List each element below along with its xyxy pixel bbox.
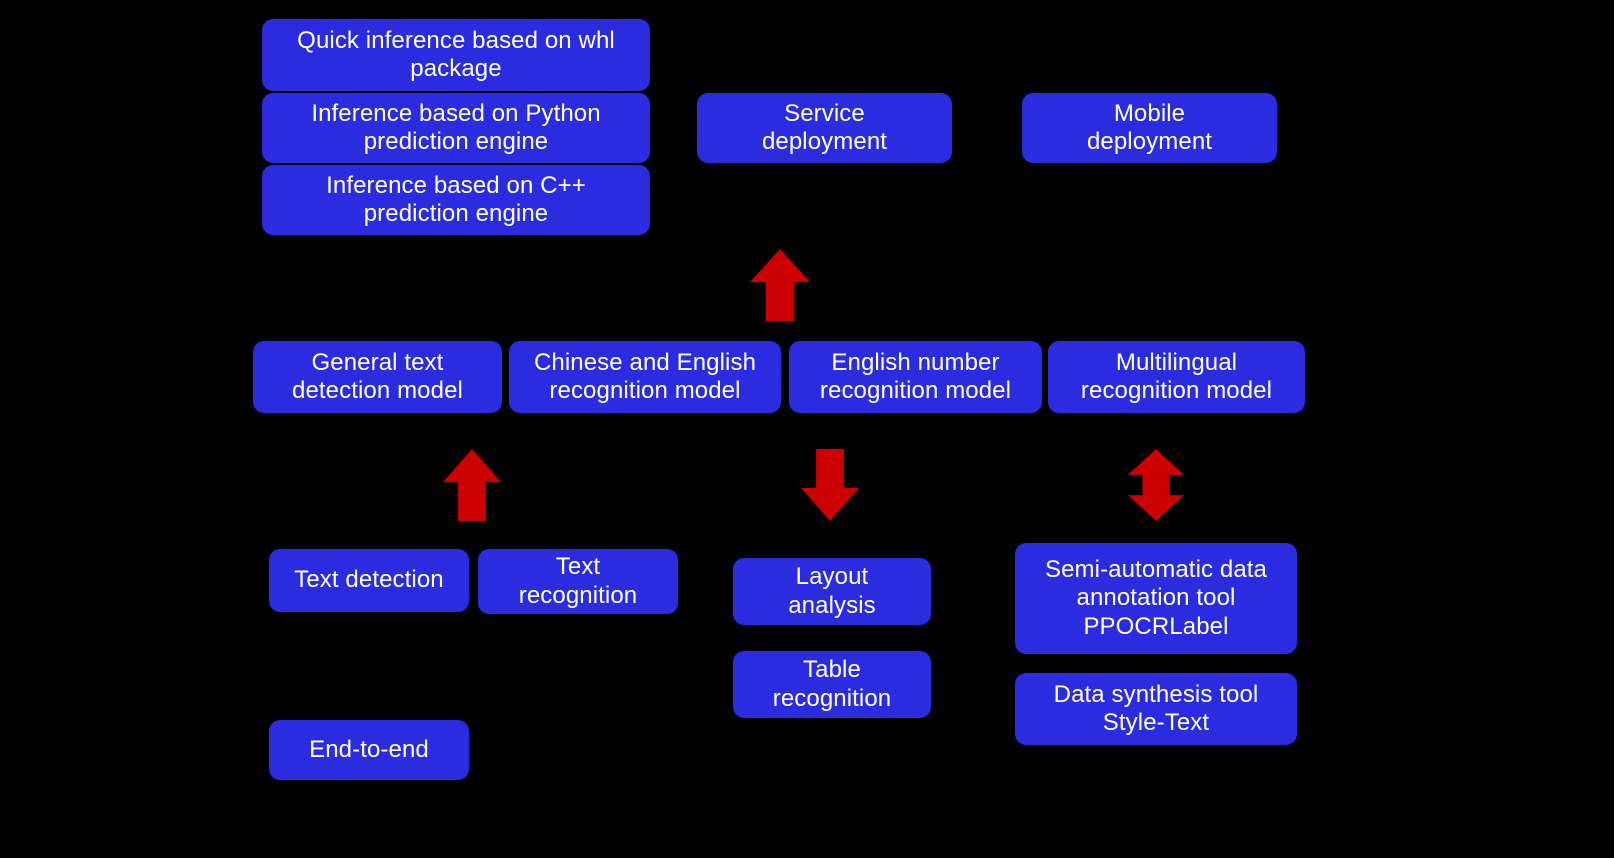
node-english-number-recognition-model[interactable]: English number recognition model [789,341,1042,413]
node-service-deployment[interactable]: Service deployment [697,93,952,163]
node-end-to-end[interactable]: End-to-end [269,720,469,780]
node-quick-inference-whl[interactable]: Quick inference based on whl package [262,19,650,91]
node-table-recognition[interactable]: Table recognition [733,651,931,718]
node-chinese-english-recognition-model[interactable]: Chinese and English recognition model [509,341,781,413]
arrow-core-tasks-to-models [443,449,501,521]
arrow-models-to-data-tools [1128,449,1184,521]
node-text-detection[interactable]: Text detection [269,549,469,612]
node-multilingual-recognition-model[interactable]: Multilingual recognition model [1048,341,1305,413]
arrow-models-to-deployment [750,249,810,321]
node-layout-analysis[interactable]: Layout analysis [733,558,931,625]
node-inference-python[interactable]: Inference based on Python prediction eng… [262,93,650,163]
node-ppocrlabel[interactable]: Semi-automatic data annotation tool PPOC… [1015,543,1297,654]
node-style-text[interactable]: Data synthesis tool Style-Text [1015,673,1297,745]
node-general-text-detection-model[interactable]: General text detection model [253,341,502,413]
node-mobile-deployment[interactable]: Mobile deployment [1022,93,1277,163]
node-text-recognition[interactable]: Text recognition [478,549,678,614]
arrow-models-to-document-tasks [801,449,859,521]
node-inference-cpp[interactable]: Inference based on C++ prediction engine [262,165,650,235]
